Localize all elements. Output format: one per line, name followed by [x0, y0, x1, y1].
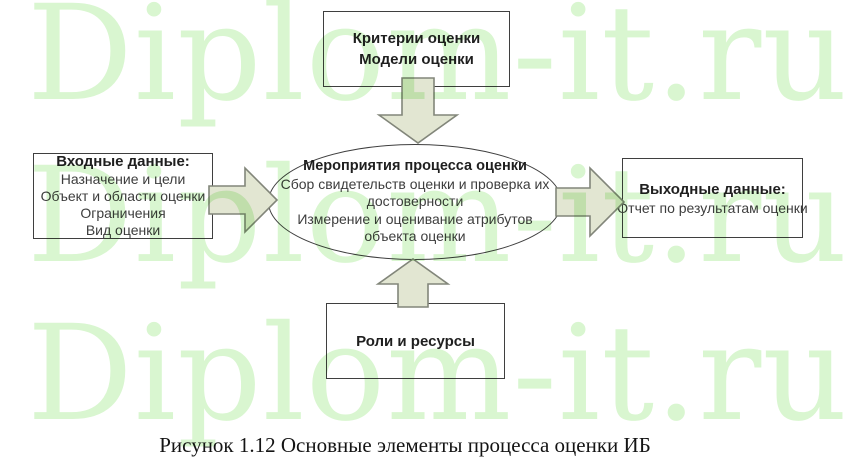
process-item: Сбор свидетельств оценки и проверка их д… — [280, 175, 550, 210]
arrow-right-output-icon — [555, 166, 626, 238]
arrow-up-icon — [375, 258, 451, 308]
output-data-title: Выходные данные: — [639, 180, 786, 198]
models-line: Модели оценки — [359, 51, 474, 68]
output-data-box: Выходные данные: Отчет по результатам оц… — [617, 158, 808, 238]
roles-title: Роли и ресурсы — [356, 332, 475, 350]
input-data-box: Входные данные: Назначение и цели Объект… — [33, 153, 213, 239]
process-title: Мероприятия процесса оценки — [303, 158, 527, 175]
input-data-title: Входные данные: — [56, 153, 190, 170]
process-ellipse: Мероприятия процесса оценки Сбор свидете… — [268, 144, 562, 260]
input-item: Назначение и цели — [60, 171, 186, 187]
figure-caption: Рисунок 1.12 Основные элементы процесса … — [159, 433, 651, 457]
arrow-right-input-icon — [208, 166, 279, 234]
roles-resources-box: Роли и ресурсы — [326, 303, 505, 379]
criteria-line: Критерии оценки — [352, 30, 481, 47]
process-item: Измерение и оценивание атрибутов объекта… — [297, 210, 533, 245]
input-item: Объект и области оценки — [40, 188, 206, 204]
input-item: Ограничения — [80, 205, 166, 221]
output-item: Отчет по результатам оценки — [617, 199, 808, 216]
arrow-down-icon — [376, 77, 460, 144]
process-text: Мероприятия процесса оценки Сбор свидете… — [272, 158, 558, 246]
input-item: Вид оценки — [85, 222, 161, 238]
criteria-models-box: Критерии оценки Модели оценки — [323, 11, 510, 87]
